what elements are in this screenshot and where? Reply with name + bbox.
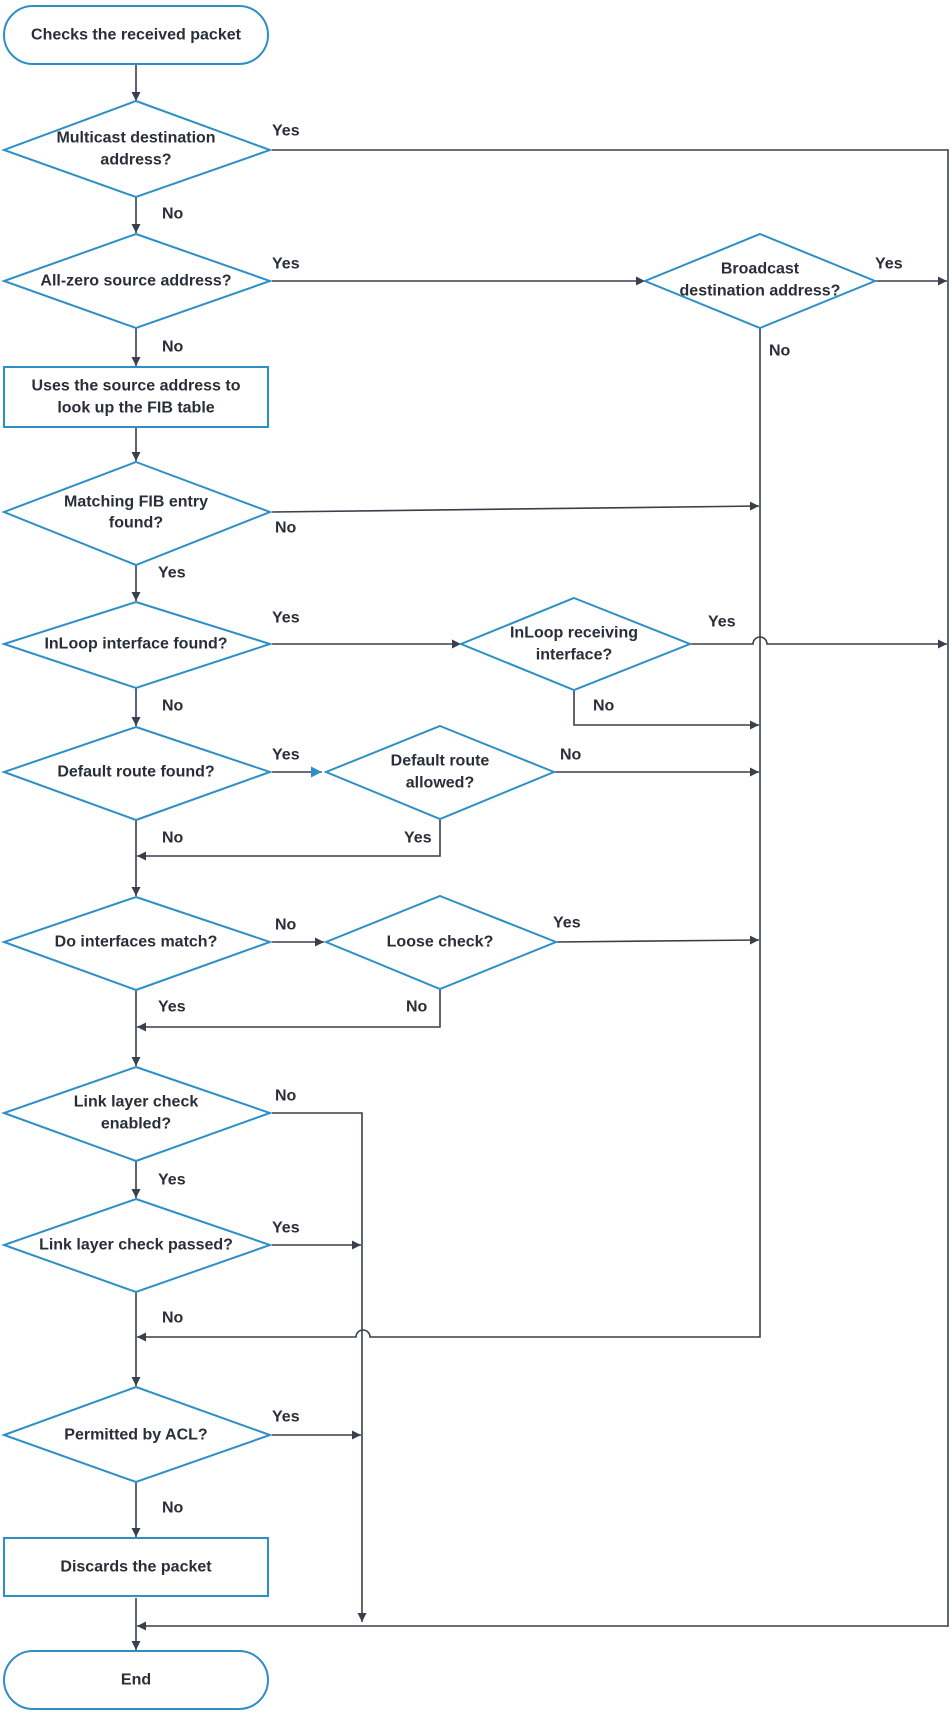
process-lookup	[3, 366, 269, 428]
lookup-label-line1: Uses the source address to	[32, 378, 241, 395]
node-link-passed: Link layer check passed?	[0, 1197, 274, 1294]
iface-match-label: Do interfaces match?	[55, 934, 218, 951]
decision-iface-match	[0, 895, 274, 992]
decision-fib	[1, 460, 273, 567]
arrow-inloop-recv-yes	[690, 636, 947, 649]
decision-link-enabled	[1, 1065, 274, 1163]
label-broadcast-yes: Yes	[875, 256, 903, 273]
label-fib-yes: Yes	[158, 565, 186, 582]
allzero-label: All-zero source address?	[40, 273, 231, 290]
inloop-recv-label-line1: InLoop receiving	[510, 625, 638, 642]
node-default-found: Default route found?	[0, 725, 274, 822]
arrow-multicast-yes-rail	[137, 149, 949, 1631]
arrow-link-enabled-no	[272, 1112, 367, 1622]
decision-allzero	[1, 232, 274, 330]
label-inloop-recv-no: No	[593, 698, 615, 715]
multicast-label-line2: address?	[100, 152, 171, 169]
arrow-loose-no	[137, 989, 441, 1032]
default-allowed-label-line2: allowed?	[406, 775, 474, 792]
decision-default-found	[0, 725, 274, 822]
label-allzero-yes: Yes	[272, 256, 300, 273]
arrow-default-allowed-yes	[137, 819, 441, 861]
label-default-allowed-no: No	[560, 747, 582, 764]
node-fib: Matching FIB entry found?	[1, 460, 273, 567]
inloop-recv-label-line2: interface?	[536, 647, 612, 664]
inloop-label: InLoop interface found?	[44, 636, 227, 653]
label-link-passed-yes: Yes	[272, 1220, 300, 1237]
label-acl-yes: Yes	[272, 1409, 300, 1426]
label-loose-no: No	[406, 999, 428, 1016]
decision-multicast	[1, 99, 273, 199]
fib-label-line2: found?	[109, 515, 163, 532]
fib-label-line1: Matching FIB entry	[64, 494, 208, 511]
decision-inloop-receiving	[458, 596, 693, 692]
label-allzero-no: No	[162, 339, 184, 356]
arrow-broadcast-no-trunk	[137, 328, 761, 1342]
broadcast-label-line1: Broadcast	[721, 261, 800, 278]
node-default-allowed: Default route allowed?	[323, 724, 557, 821]
end-label: End	[121, 1672, 151, 1689]
lookup-label-line2: look up the FIB table	[57, 400, 214, 417]
link-enabled-label-line1: Link layer check	[74, 1094, 199, 1111]
node-allzero: All-zero source address?	[1, 232, 274, 330]
terminator-end	[3, 1650, 269, 1710]
decision-acl	[1, 1385, 273, 1484]
node-multicast: Multicast destination address?	[1, 99, 273, 199]
decision-broadcast	[642, 232, 878, 330]
process-discard	[3, 1537, 269, 1597]
label-inloop-no: No	[162, 698, 184, 715]
default-found-label: Default route found?	[57, 764, 214, 781]
label-link-enabled-no: No	[275, 1088, 297, 1105]
node-broadcast: Broadcast destination address?	[642, 232, 878, 330]
broadcast-label-line2: destination address?	[680, 283, 841, 300]
node-discard: Discards the packet	[3, 1537, 269, 1597]
node-inloop: InLoop interface found?	[0, 600, 274, 690]
decision-default-allowed	[323, 724, 557, 821]
label-link-enabled-yes: Yes	[158, 1172, 186, 1189]
decision-loose	[323, 894, 559, 991]
label-default-allowed-yes: Yes	[404, 830, 432, 847]
label-inloop-yes: Yes	[272, 610, 300, 627]
label-default-found-yes: Yes	[272, 747, 300, 764]
label-fib-no: No	[275, 520, 297, 537]
label-acl-no: No	[162, 1500, 184, 1517]
terminator-start	[3, 5, 269, 65]
label-multicast-no: No	[162, 206, 184, 223]
node-loose: Loose check?	[323, 894, 559, 991]
acl-label: Permitted by ACL?	[64, 1427, 207, 1444]
arrow-fib-no	[271, 501, 760, 513]
multicast-label-line1: Multicast destination	[56, 130, 215, 147]
discard-label: Discards the packet	[60, 1559, 212, 1576]
default-allowed-label-line1: Default route	[391, 753, 490, 770]
loose-label: Loose check?	[387, 934, 494, 951]
arrow-loose-yes	[555, 935, 760, 945]
arrow-inloop-recv-no	[573, 690, 759, 730]
label-multicast-yes: Yes	[272, 123, 300, 140]
node-acl: Permitted by ACL?	[1, 1385, 273, 1484]
node-iface-match: Do interfaces match?	[0, 895, 274, 992]
link-enabled-label-line2: enabled?	[101, 1116, 171, 1133]
label-broadcast-no: No	[769, 343, 791, 360]
decision-link-passed	[0, 1197, 274, 1294]
edge-labels: Yes No Yes No Yes No No Yes Yes No Yes N…	[158, 123, 903, 1517]
decision-inloop	[0, 600, 274, 690]
label-iface-yes: Yes	[158, 999, 186, 1016]
node-start: Checks the received packet	[3, 5, 269, 65]
node-end: End	[3, 1650, 269, 1710]
label-inloop-recv-yes: Yes	[708, 614, 736, 631]
label-iface-no: No	[275, 917, 297, 934]
node-inloop-recv: InLoop receiving interface?	[458, 596, 693, 692]
connectors	[131, 64, 949, 1650]
link-passed-label: Link layer check passed?	[39, 1237, 233, 1254]
label-link-passed-no: No	[162, 1310, 184, 1327]
label-loose-yes: Yes	[553, 915, 581, 932]
node-lookup: Uses the source address to look up the F…	[3, 366, 269, 428]
start-label: Checks the received packet	[31, 27, 242, 44]
label-default-found-no: No	[162, 830, 184, 847]
node-link-enabled: Link layer check enabled?	[1, 1065, 274, 1163]
